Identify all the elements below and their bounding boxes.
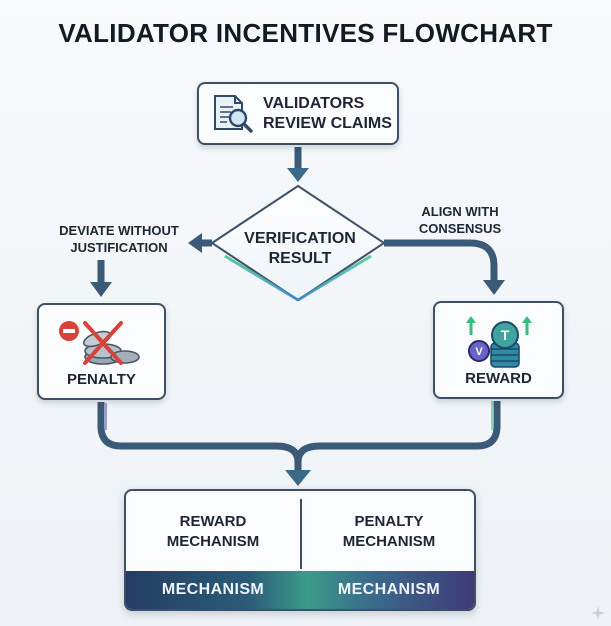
band-right-label: MECHANISM (337, 581, 441, 598)
flowchart-title: VALIDATOR INCENTIVES FLOWCHART (58, 18, 553, 48)
reward-mechanism-cell: REWARD MECHANISM (126, 491, 300, 573)
branch-right-label-line2: CONSENSUS (418, 221, 502, 236)
mechanism-divider (300, 499, 302, 569)
penalty-box: PENALTY (37, 303, 166, 400)
coin-stack-arrows-icon: T V (466, 316, 532, 368)
branch-left-label-line1: DEVIATE WITHOUT (59, 223, 179, 238)
arrowhead-left-branch (188, 233, 202, 253)
penalty-label: PENALTY (67, 371, 136, 388)
penalty-mechanism-cell: PENALTY MECHANISM (302, 491, 474, 573)
decision-label-line2: RESULT (268, 250, 332, 267)
reward-box: T V REWARD (433, 301, 564, 399)
band-left-label: MECHANISM (161, 581, 265, 598)
reward-mechanism-line2: MECHANISM (166, 533, 260, 550)
svg-text:V: V (475, 346, 483, 358)
document-magnifier-icon (214, 95, 253, 133)
arrowhead-start-to-decision (287, 168, 309, 182)
branch-left-label-line2: JUSTIFICATION (70, 240, 168, 255)
branch-right-label-line1: ALIGN WITH (421, 204, 499, 219)
reward-label: REWARD (465, 370, 532, 387)
branch-right-label: ALIGN WITH CONSENSUS (400, 203, 520, 237)
penalty-mechanism-line1: PENALTY (354, 513, 424, 530)
mechanism-band: MECHANISM MECHANISM (126, 571, 474, 609)
validators-review-claims-box: VALIDATORS REVIEW CLAIMS (197, 82, 399, 145)
svg-text:T: T (501, 327, 510, 343)
start-step-label-line1: VALIDATORS (263, 95, 365, 112)
reward-mechanism-line1: REWARD (179, 513, 247, 530)
crossed-out-coins-icon (59, 321, 140, 365)
connector-reward-merge (294, 401, 501, 463)
decision-label: VERIFICATION RESULT (220, 229, 380, 269)
start-step-label-line2: REVIEW CLAIMS (263, 115, 392, 132)
arrowhead-penalty (90, 282, 112, 297)
arrow-decision-to-reward (384, 239, 498, 282)
branch-left-label: DEVIATE WITHOUT JUSTIFICATION (34, 222, 204, 256)
arrowhead-reward (483, 280, 505, 295)
mechanisms-panel: REWARD MECHANISM PENALTY MECHANISM MECHA… (124, 489, 476, 611)
sparkle-icon (591, 606, 605, 620)
connector-penalty-merge (97, 402, 302, 463)
penalty-mechanism-line2: MECHANISM (342, 533, 436, 550)
arrowhead-mechanisms (285, 470, 311, 486)
decision-label-line1: VERIFICATION (244, 230, 356, 247)
